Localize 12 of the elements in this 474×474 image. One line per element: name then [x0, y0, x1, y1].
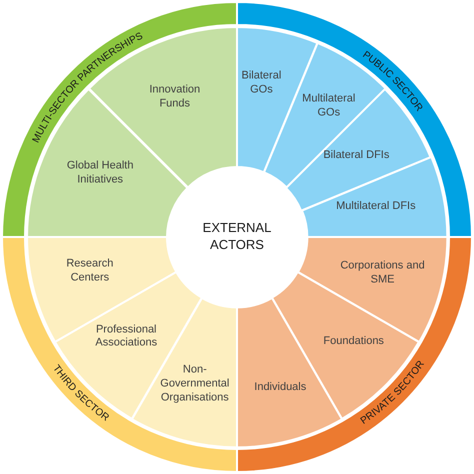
segment-label: Foundations [322, 335, 385, 349]
segment-label: Research Centers [65, 257, 114, 285]
segment-label: Bilateral GOs [240, 69, 282, 97]
segment-label: Bilateral DFIs [322, 150, 390, 164]
segment-label: Multilateral GOs [301, 92, 356, 120]
segment-label: Global Health Initiatives [66, 159, 134, 187]
segment-label: Multilateral DFIs [335, 200, 417, 214]
segment-label: Professional Associations [94, 322, 158, 350]
segment-label: Corporations and SME [340, 260, 426, 288]
segment-label: Innovation Funds [148, 83, 202, 111]
segment-label: Non- Governmental Organisations [159, 363, 230, 405]
segment-label: Individuals [253, 381, 308, 395]
